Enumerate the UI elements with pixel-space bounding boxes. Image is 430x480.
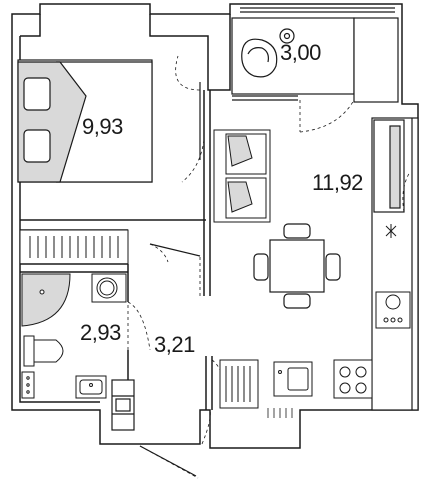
bed-icon (17, 59, 153, 183)
dining-table-icon (253, 223, 341, 309)
hallway (111, 379, 135, 431)
armchair-icon (241, 28, 295, 78)
cabinet-icon (219, 359, 259, 409)
balcony-door (299, 99, 355, 133)
window-swing (402, 171, 411, 213)
bedroom-area-label: 9,93 (82, 114, 123, 139)
shelf-icon (21, 371, 35, 399)
balcony (231, 7, 399, 103)
floor-hatch (267, 408, 293, 418)
hallway-area-label: 3,21 (154, 332, 195, 357)
sofa-icon (213, 129, 271, 223)
wardrobe-icon (19, 229, 129, 265)
fridge-icon (385, 224, 397, 238)
bathroom-area-label: 2,93 (80, 320, 121, 345)
balcony-area-label: 3,00 (280, 40, 321, 65)
hall-door (149, 243, 201, 296)
kitchen-sink-icon (273, 361, 313, 397)
washing-machine-icon (91, 273, 127, 303)
shower-icon (21, 273, 71, 327)
sink-icon (75, 375, 107, 399)
dishwasher-icon (375, 291, 411, 329)
living-area-label: 11,92 (312, 170, 363, 195)
bedroom-door (175, 55, 205, 183)
toilet-icon (23, 335, 64, 367)
kitchen (371, 117, 419, 411)
stove-icon (333, 359, 373, 399)
bathroom-door (127, 301, 151, 351)
entrance-door (139, 409, 211, 479)
